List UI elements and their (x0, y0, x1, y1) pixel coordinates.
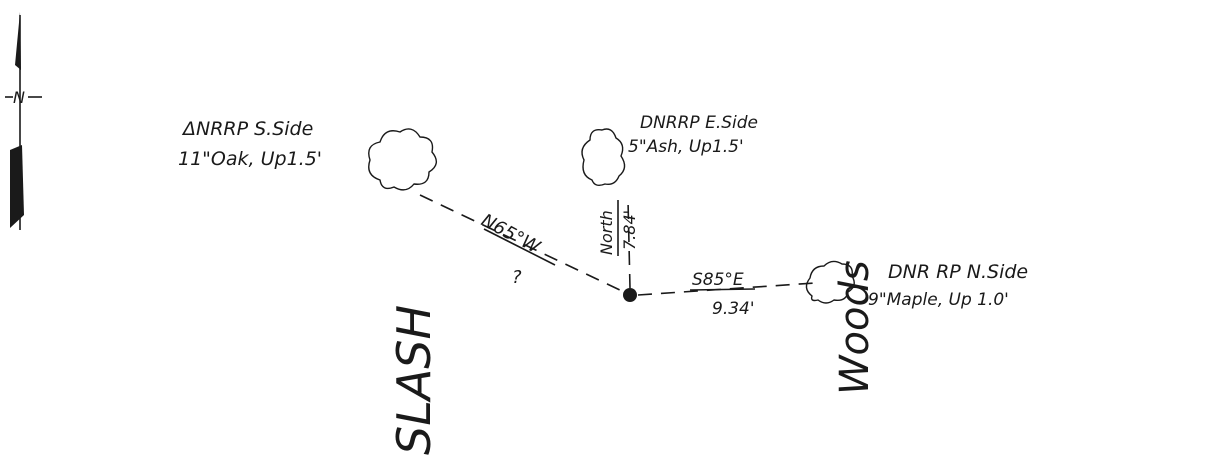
rp-south-title: ΔNRRP S.Side (181, 118, 313, 140)
rp-east-title: DNRRP E.Side (640, 113, 758, 133)
rp-north-title: DNR RP N.Side (888, 261, 1028, 283)
tie-se-underline (689, 288, 756, 291)
rp-east-detail: 5"Ash, Up1.5' (628, 137, 744, 157)
north-arrow-icon (5, 12, 42, 230)
oak-tree-icon (368, 128, 437, 191)
north-label: N (13, 88, 25, 107)
tie-nw-bearing: N65°W (478, 210, 545, 259)
tie-se-distance: 9.34' (712, 299, 755, 319)
tie-north-bearing: North (597, 210, 616, 255)
tie-north-distance: 7.84' (620, 210, 639, 250)
center-point (623, 288, 637, 302)
ash-tree-icon (581, 128, 626, 187)
tie-se-bearing: S85°E (692, 270, 744, 290)
maple-tree-icon (805, 260, 855, 304)
tie-line-north (627, 199, 631, 289)
tie-line-nw (419, 194, 625, 293)
tie-nw-distance: ? (512, 267, 522, 288)
area-label-woods: Woods (832, 260, 878, 395)
rp-north-detail: 9"Maple, Up 1.0' (868, 290, 1009, 310)
area-label-slash: SLASH (387, 305, 441, 455)
rp-south-detail: 11"Oak, Up1.5' (178, 148, 322, 170)
tie-nw-underline (483, 228, 556, 266)
tie-line-se (637, 282, 816, 296)
